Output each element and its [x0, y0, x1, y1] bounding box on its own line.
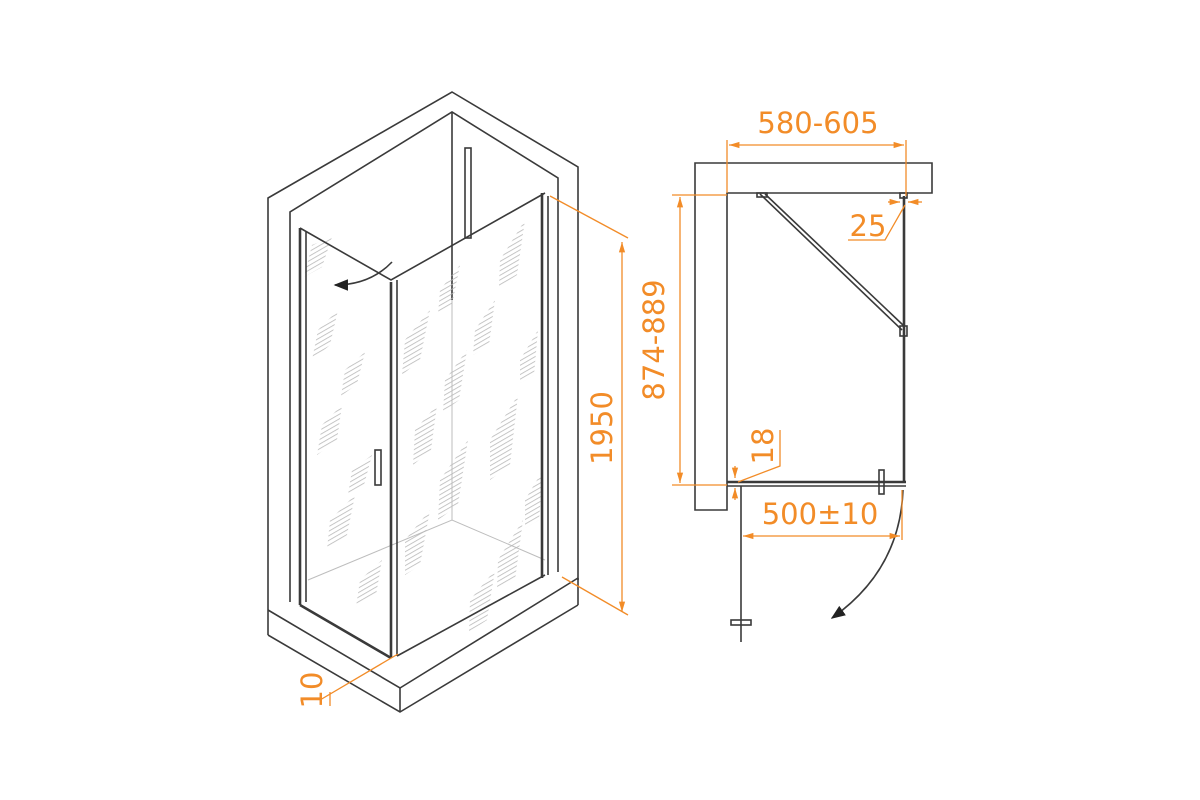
- support-brace: [756, 192, 908, 337]
- walls: [267, 91, 579, 610]
- width-dimension: 580-605: [726, 106, 907, 196]
- base-offset-dimension: 10: [295, 653, 399, 709]
- plan-view: 580-605 874-889 25 18 500±10: [637, 106, 933, 642]
- height-dimension: 1950: [549, 195, 629, 616]
- door-width-dimension: 500±10: [743, 490, 903, 540]
- walls-plan: [694, 162, 933, 511]
- profile-label: 25: [850, 209, 887, 243]
- glass-frame: [298, 147, 549, 660]
- wall-profile-dimension: 18: [731, 428, 781, 500]
- door-handle: [374, 449, 382, 486]
- isometric-view: 1950 10: [267, 91, 629, 713]
- glass-pattern: [304, 220, 543, 632]
- depth-dimension: 874-889: [637, 194, 727, 486]
- door-width-label: 500±10: [762, 497, 879, 531]
- height-label: 1950: [585, 391, 619, 465]
- profile-dimension: 25: [848, 198, 922, 243]
- base-offset-label: 10: [295, 672, 329, 709]
- wall-profile-label: 18: [746, 428, 780, 465]
- wall-support-bar: [464, 147, 472, 239]
- door-swing-arrow-icon: [830, 489, 904, 619]
- door-opening-arrow-icon: [333, 261, 393, 291]
- depth-label: 874-889: [637, 279, 671, 400]
- width-label: 580-605: [757, 106, 878, 140]
